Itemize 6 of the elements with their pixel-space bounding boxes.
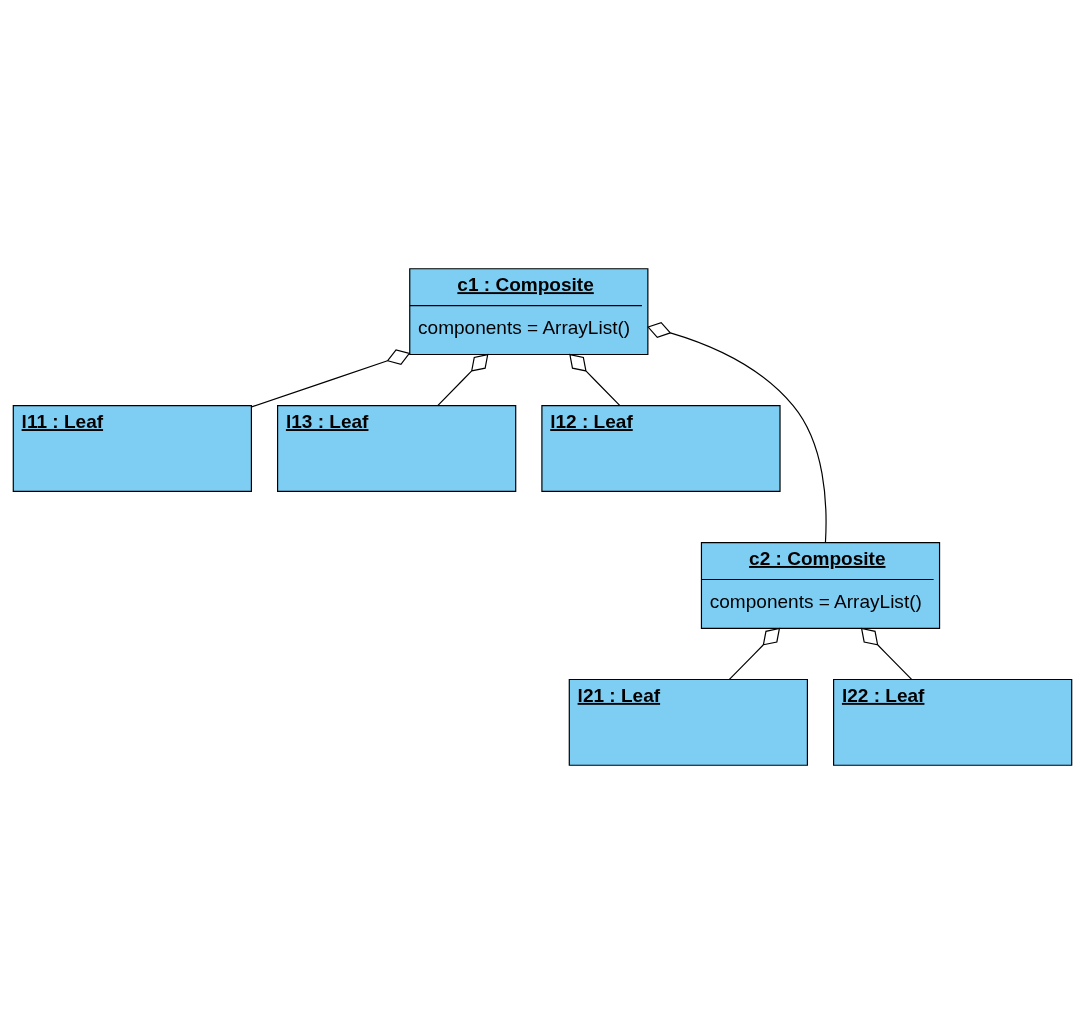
connector bbox=[437, 353, 489, 407]
connector bbox=[251, 349, 411, 408]
connector bbox=[569, 353, 621, 407]
connector bbox=[647, 321, 827, 544]
connector bbox=[728, 627, 781, 680]
connector bbox=[860, 627, 913, 680]
